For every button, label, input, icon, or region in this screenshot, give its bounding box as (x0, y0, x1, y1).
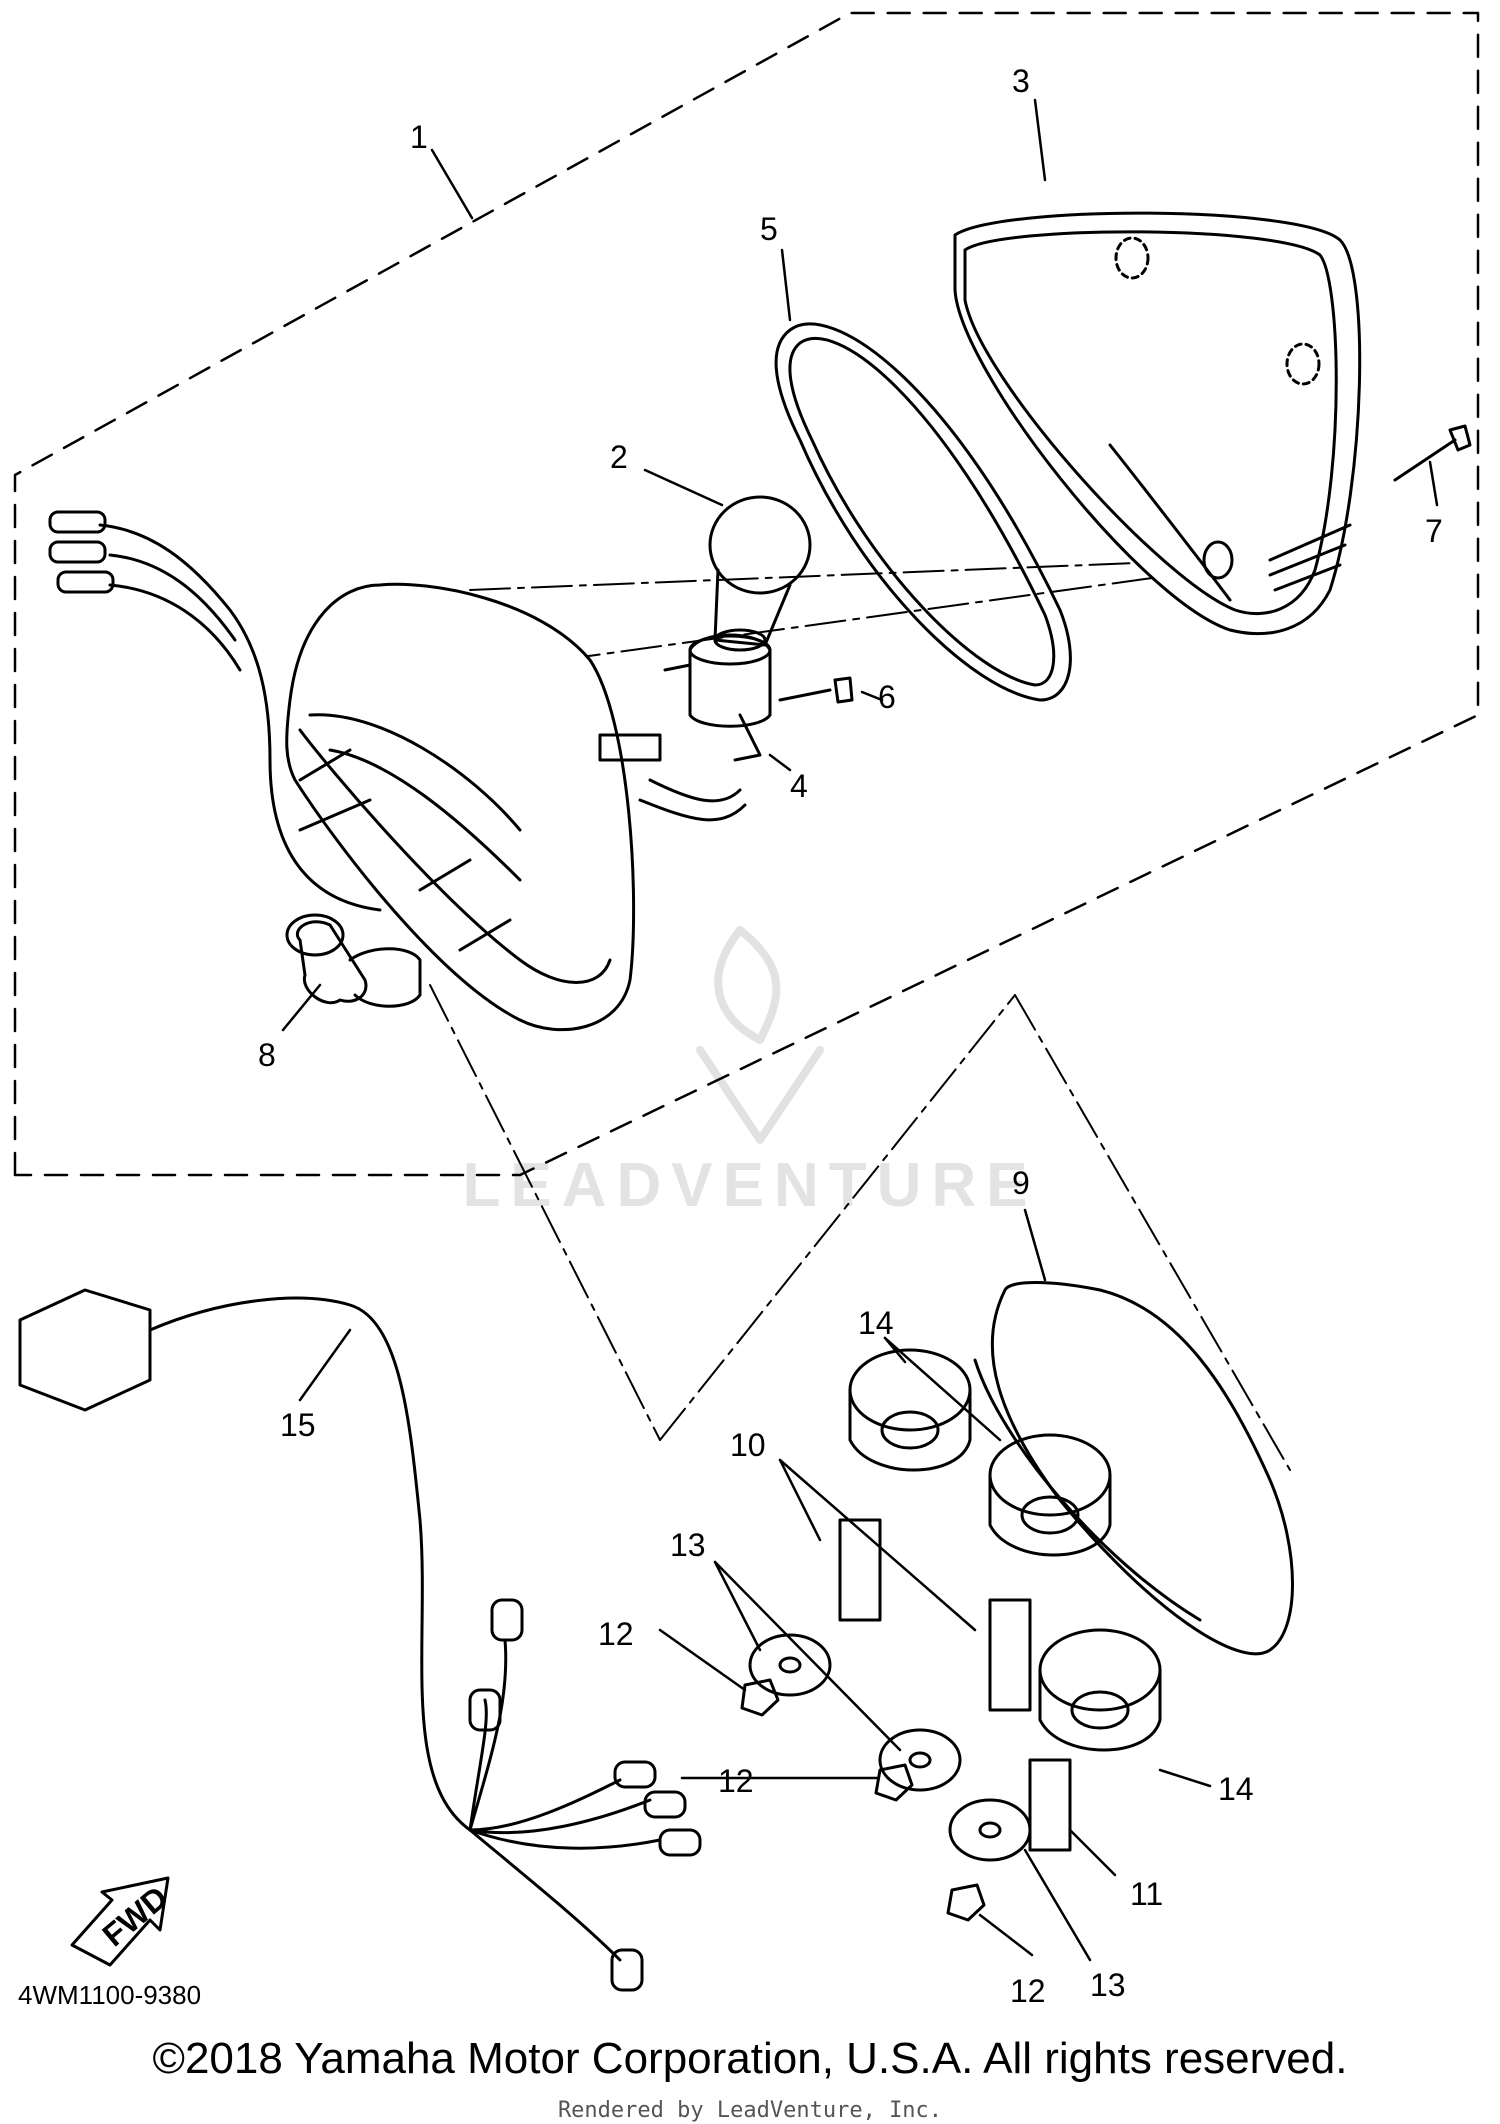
socket (638, 633, 772, 822)
spacer-14 (848, 1348, 1162, 1752)
housing-wires (48, 510, 382, 912)
callout-2: 2 (610, 439, 628, 475)
callout-12a: 12 (598, 1616, 634, 1652)
callout-3: 3 (1012, 63, 1030, 99)
leadventure-logo (696, 926, 824, 1144)
callout-13a: 13 (670, 1527, 706, 1563)
bulb (708, 495, 812, 652)
base (973, 1281, 1294, 1656)
screws (778, 424, 1472, 704)
callout-13b: 13 (1090, 1967, 1126, 2003)
callout-4: 4 (790, 768, 808, 804)
callout-12b: 12 (718, 1763, 754, 1799)
callout-9: 9 (1012, 1165, 1030, 1201)
collars (838, 1518, 1072, 1852)
callout-5: 5 (760, 211, 778, 247)
lens (953, 211, 1362, 636)
callout-6: 6 (878, 679, 896, 715)
part-code: 4WM1100-9380 (18, 1980, 202, 2010)
assembly-boundary (13, 11, 1480, 1177)
housing (285, 582, 662, 1032)
callout-14a: 14 (858, 1305, 894, 1341)
callout-15: 15 (280, 1407, 316, 1443)
fwd-arrow-icon: FWD (70, 1876, 174, 1967)
harness (18, 1288, 702, 1992)
alignment-lines (429, 559, 1291, 1471)
callout-12c: 12 (1010, 1973, 1046, 2009)
gasket (774, 322, 1072, 702)
washers-nuts (740, 1633, 1032, 1922)
copyright-notice: ©2018 Yamaha Motor Corporation, U.S.A. A… (152, 2034, 1348, 2083)
grommet (285, 913, 422, 1008)
watermark-text: LEADVENTURE (462, 1151, 1038, 1220)
leader-lines (281, 98, 1439, 1962)
callout-10: 10 (730, 1427, 766, 1463)
callout-14b: 14 (1218, 1771, 1254, 1807)
callout-labels: 1 2 3 4 5 6 7 8 9 10 11 12 12 12 13 13 1… (258, 63, 1443, 2009)
callout-1: 1 (410, 119, 428, 155)
callout-8: 8 (258, 1037, 276, 1073)
callout-7: 7 (1425, 513, 1443, 549)
rendered-by-note: Rendered by LeadVenture, Inc. (557, 2098, 943, 2123)
callout-11: 11 (1130, 1876, 1163, 1912)
